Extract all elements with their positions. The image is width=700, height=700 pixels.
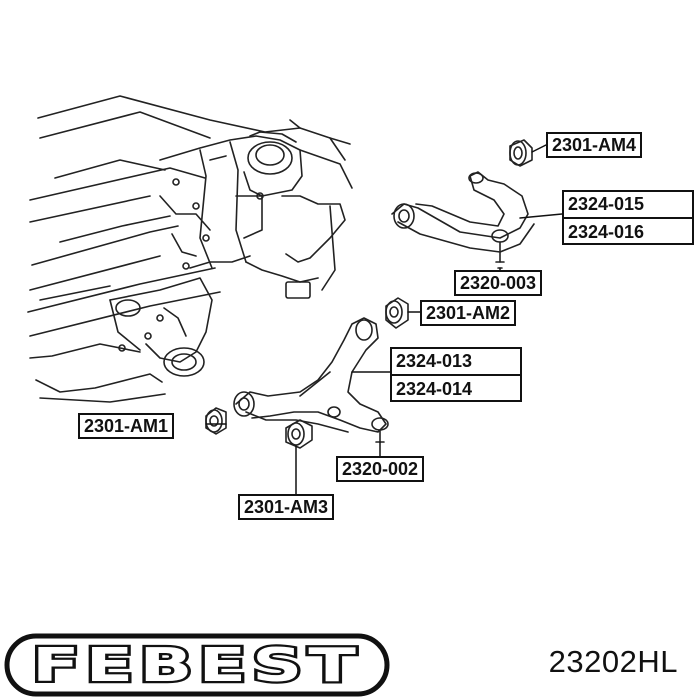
bushing-am1-drawing — [205, 407, 227, 435]
callout-2324-015: 2324-015 — [568, 194, 645, 214]
callout-2320-003: 2320-003 — [454, 270, 543, 296]
bushing-am4-drawing — [509, 139, 533, 167]
subframe-body — [27, 95, 353, 403]
bushing-am3-drawing — [285, 419, 313, 449]
bushing-am2-drawing — [385, 297, 409, 329]
callout-2301-am2: 2301-AM2 — [420, 300, 517, 326]
upper-control-arm-drawing — [391, 171, 535, 269]
febest-logo: FEBEST — [4, 633, 390, 697]
callout-divider — [392, 374, 520, 376]
callout-2324-016: 2324-016 — [568, 222, 645, 242]
logo-wordmark: FEBEST — [32, 638, 362, 692]
part-number: 23202HL — [548, 644, 678, 679]
callout-2320-002: 2320-002 — [336, 456, 425, 482]
callout-2301-am1: 2301-AM1 — [78, 413, 175, 439]
callout-upper-control-arm: 2324-015 2324-016 — [562, 190, 694, 245]
callout-lower-control-arm: 2324-013 2324-014 — [390, 347, 522, 402]
callout-2324-013: 2324-013 — [396, 351, 473, 371]
callout-divider — [564, 217, 692, 219]
callout-2301-am3: 2301-AM3 — [238, 494, 335, 520]
callout-2301-am4: 2301-AM4 — [546, 132, 643, 158]
lower-control-arm-drawing — [233, 317, 389, 443]
leader-lines — [205, 144, 563, 497]
callout-2324-014: 2324-014 — [396, 379, 473, 399]
